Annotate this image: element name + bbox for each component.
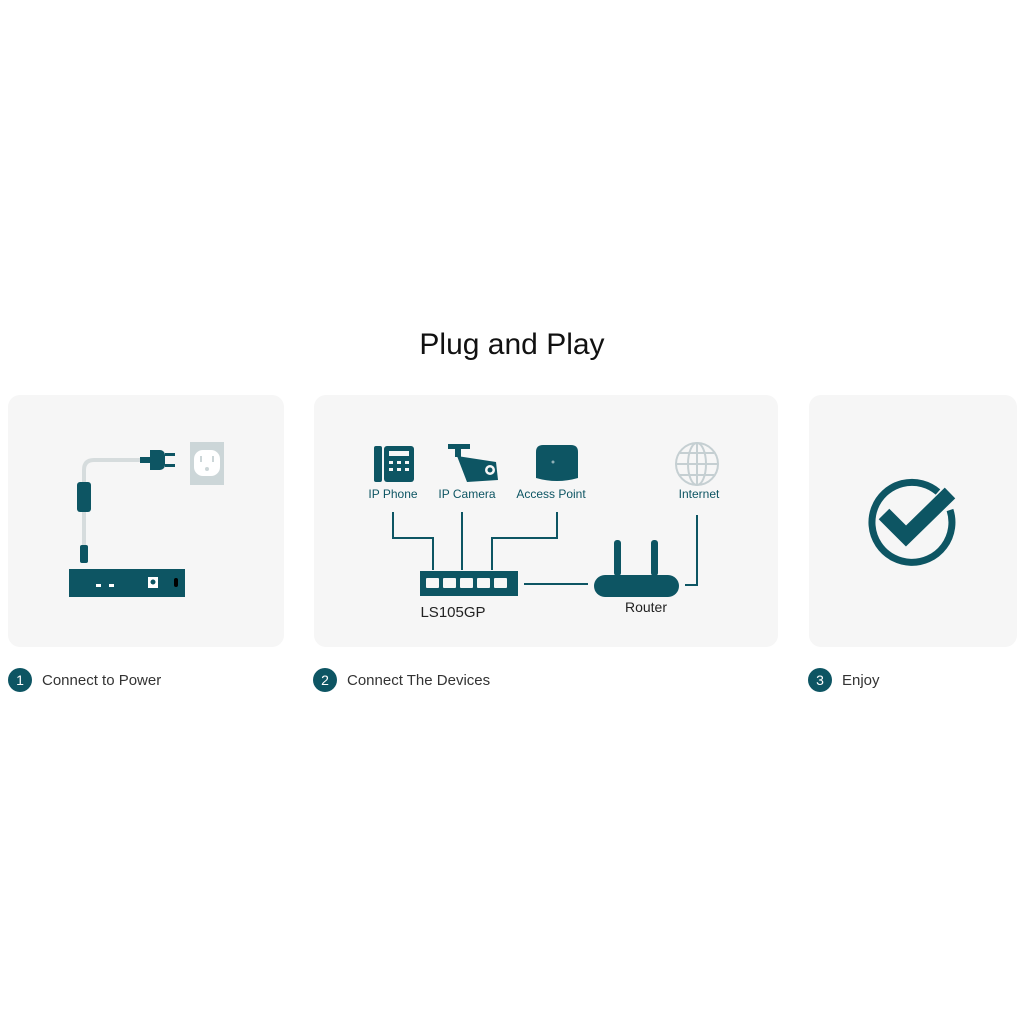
step-label: Connect to Power: [42, 671, 162, 689]
step-1: 1 Connect to Power: [8, 668, 161, 692]
ip-camera-icon: [448, 444, 498, 482]
step-number-badge: 1: [8, 668, 32, 692]
step-number-badge: 2: [313, 668, 337, 692]
plug-icon: [140, 450, 175, 470]
access-point-label: Access Point: [516, 487, 586, 501]
switch-icon: [420, 571, 518, 596]
ip-camera-label: IP Camera: [438, 487, 495, 501]
card-connect-devices: IP Phone IP Camera Access Point: [314, 395, 778, 647]
internet-label: Internet: [679, 487, 720, 501]
step-label: Connect The Devices: [347, 671, 491, 689]
router-label: Router: [625, 599, 667, 615]
step-label: Enjoy: [842, 671, 880, 689]
checkmark-circle-icon: [868, 478, 956, 566]
card-connect-power: [8, 395, 284, 647]
switch-label: LS105GP: [420, 604, 485, 621]
ip-phone-label: IP Phone: [368, 487, 417, 501]
cable-ferrite-icon: [77, 482, 91, 512]
step-2: 2 Connect The Devices: [313, 668, 490, 692]
router-icon: [594, 540, 679, 597]
network-diagram: IP Phone IP Camera Access Point: [368, 442, 720, 621]
card-enjoy: [809, 395, 1017, 647]
connection-lines: [392, 512, 698, 586]
switch-device-icon: [69, 569, 185, 597]
access-point-icon: [536, 445, 578, 481]
step-number-badge: 3: [808, 668, 832, 692]
ip-phone-icon: [374, 446, 414, 482]
step-3: 3 Enjoy: [808, 668, 880, 692]
power-illustration: [69, 442, 224, 597]
page-title: Plug and Play: [419, 328, 605, 361]
globe-icon: [675, 442, 719, 486]
wall-outlet-icon: [190, 442, 224, 485]
